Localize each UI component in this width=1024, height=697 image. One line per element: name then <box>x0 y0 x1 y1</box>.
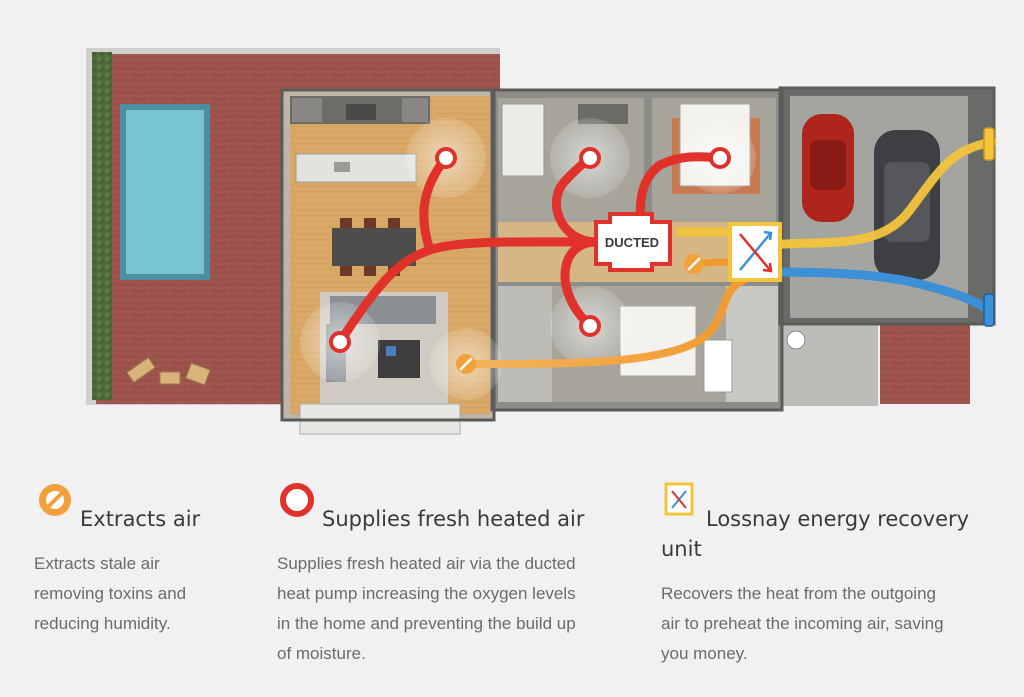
legend-extract-desc-3: reducing humidity. <box>34 614 171 633</box>
ducted-unit: DUCTED <box>594 212 672 272</box>
lossnay-unit <box>728 222 782 282</box>
legend-lossnay-desc-2: air to preheat the incoming air, saving <box>661 614 944 633</box>
legend-extract-title: Extracts air <box>80 507 201 531</box>
extract-icon <box>39 484 71 516</box>
fresh-air-grille <box>983 127 995 161</box>
extract-duct <box>462 276 748 369</box>
legend-supply-desc-4: of moisture. <box>277 644 366 663</box>
legend-extract-desc-1: Extracts stale air <box>34 554 160 573</box>
supply-vents <box>329 147 731 353</box>
exhaust-grille <box>983 293 995 327</box>
legend-supply-title: Supplies fresh heated air <box>322 507 585 531</box>
legend-extract-desc-2: removing toxins and <box>34 584 187 603</box>
ducted-label: DUCTED <box>605 235 659 250</box>
supply-icon <box>280 483 314 517</box>
pool <box>126 110 204 274</box>
legend-lossnay-title-1: Lossnay energy recovery <box>706 507 970 531</box>
hedge <box>92 52 112 400</box>
brick-yard <box>880 320 970 404</box>
legend-supply-desc-3: in the home and preventing the build up <box>277 614 576 633</box>
legend-supply-desc-1: Supplies fresh heated air via the ducted <box>277 554 576 573</box>
legend-lossnay-desc-3: you money. <box>661 644 748 663</box>
extract-vents <box>456 254 704 374</box>
legend-lossnay-desc-1: Recovers the heat from the outgoing <box>661 584 936 603</box>
legend-lossnay-title-2: unit <box>661 537 702 561</box>
lossnay-icon <box>664 482 694 516</box>
exhaust-air-duct <box>765 267 995 315</box>
floor-plan-diagram: DUCTED <box>86 48 997 435</box>
lounge-chairs <box>126 356 211 386</box>
fresh-air-duct <box>765 137 997 250</box>
legend-supply-desc-2: heat pump increasing the oxygen levels <box>277 584 576 603</box>
